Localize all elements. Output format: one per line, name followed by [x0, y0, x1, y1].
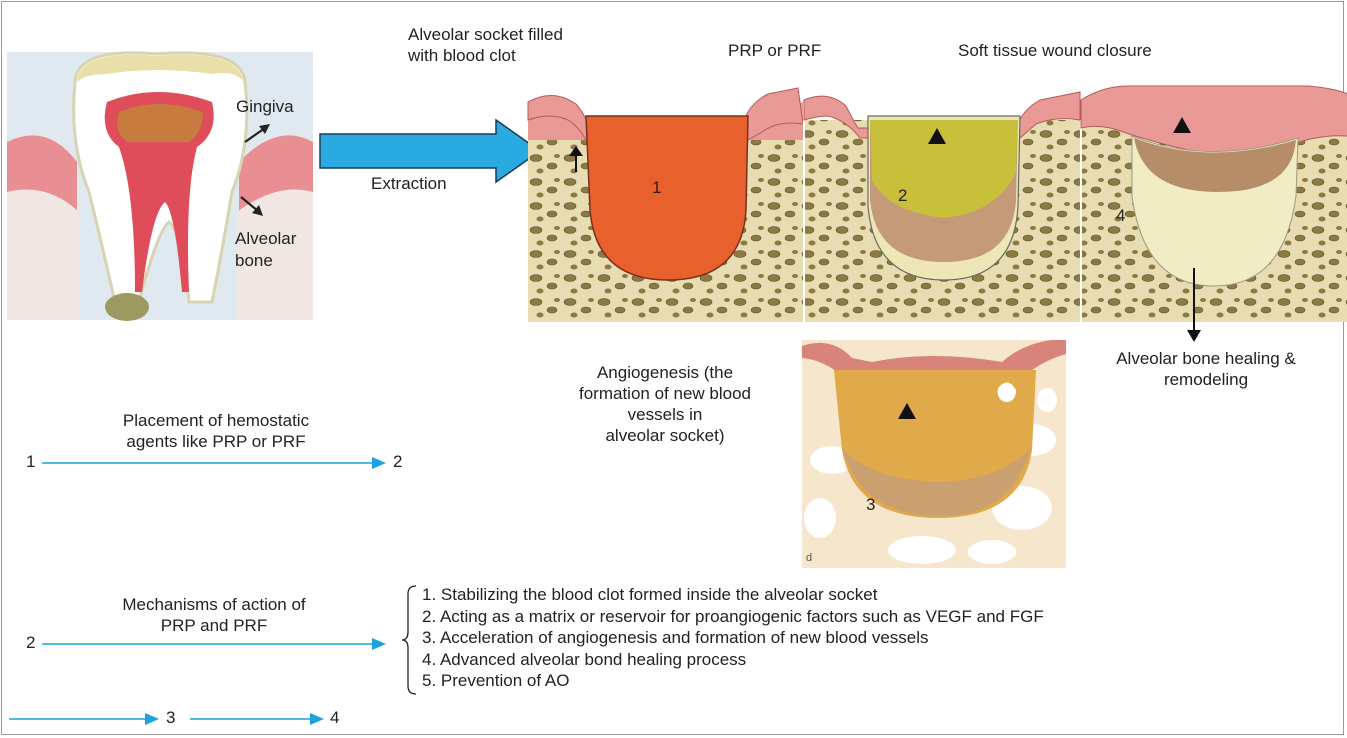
alveolar-bone-pointer-arrow	[238, 194, 268, 218]
mechanism-item: 2. Acting as a matrix or reservoir for p…	[422, 606, 1044, 628]
mechanisms-list: 1. Stabilizing the blood clot formed ins…	[422, 584, 1044, 692]
flow-1-to: 2	[393, 452, 402, 472]
histology-image	[802, 340, 1066, 568]
blood-clot-header: Alveolar socket filled with blood clot	[408, 24, 563, 66]
mechanism-item: 3. Acceleration of angiogenesis and form…	[422, 627, 1044, 649]
flow-1-from: 1	[26, 452, 35, 472]
mechanism-item: 4. Advanced alveolar bond healing proces…	[422, 649, 1044, 671]
clot-up-arrow	[568, 146, 584, 174]
flow-2-arrow	[42, 637, 388, 651]
healing-down-arrow	[1186, 268, 1202, 342]
mechanisms-brace	[400, 584, 420, 696]
stage-1-number: 1	[652, 178, 661, 198]
stage-2-number: 2	[898, 186, 907, 206]
angiogenesis-triangle-marker	[898, 403, 916, 419]
healing-stages-panel	[528, 80, 1347, 322]
angiogenesis-label: Angiogenesis (the formation of new blood…	[550, 362, 780, 446]
closure-triangle-marker	[1173, 117, 1191, 133]
flow-2-from: 2	[26, 633, 35, 653]
prp-triangle-marker	[928, 128, 946, 144]
flow-1-label: Placement of hemostatic agents like PRP …	[86, 410, 346, 452]
histology-mark: d	[806, 548, 812, 569]
flow-3-arrow-b	[190, 712, 326, 726]
stage-3-number: 3	[866, 495, 875, 515]
tooth-illustration	[7, 52, 313, 320]
flow-3-mid: 3	[166, 708, 175, 728]
flow-3-end: 4	[330, 708, 339, 728]
flow-2-label: Mechanisms of action of PRP and PRF	[84, 594, 344, 636]
mechanism-item: 1. Stabilizing the blood clot formed ins…	[422, 584, 1044, 606]
prp-header: PRP or PRF	[728, 40, 821, 61]
gingiva-pointer-arrow	[243, 122, 273, 144]
closure-header: Soft tissue wound closure	[958, 40, 1152, 61]
flow-1-arrow	[42, 456, 388, 470]
healing-label: Alveolar bone healing & remodeling	[1086, 348, 1326, 390]
gingiva-label: Gingiva	[236, 96, 294, 117]
extraction-label: Extraction	[371, 173, 447, 194]
alveolar-bone-label: Alveolar bone	[235, 228, 296, 272]
stage-4-number: 4	[1116, 206, 1125, 226]
mechanism-item: 5. Prevention of AO	[422, 670, 1044, 692]
flow-3-arrow-a	[9, 712, 161, 726]
